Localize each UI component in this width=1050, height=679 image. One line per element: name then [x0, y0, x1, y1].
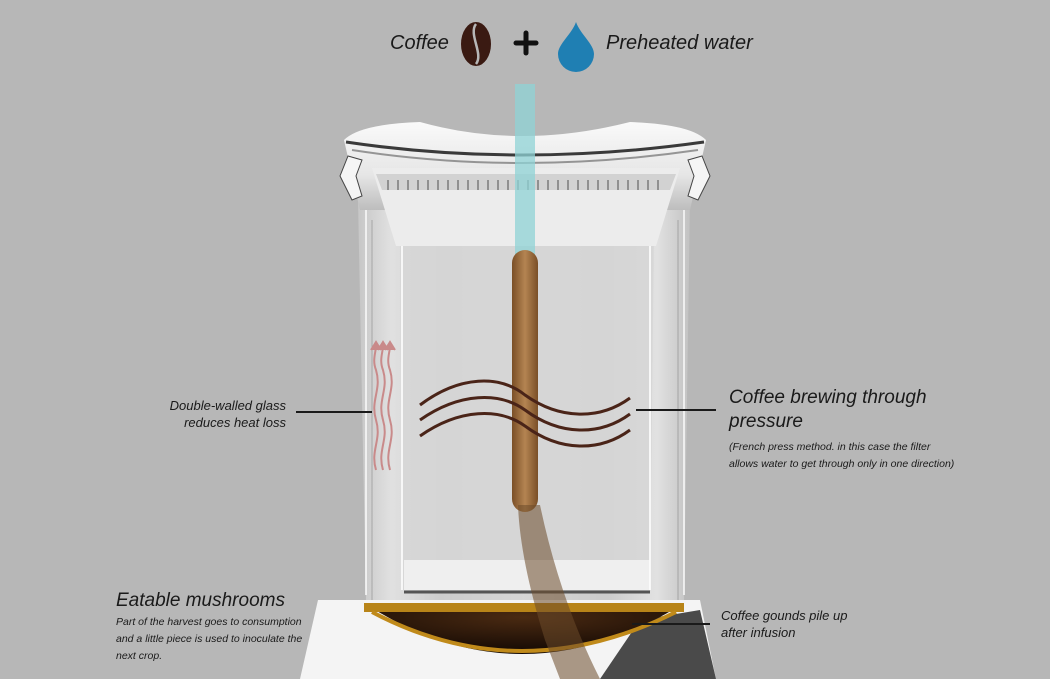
plunger-rod [512, 250, 538, 512]
mushrooms-line3: next crop. [116, 650, 163, 662]
coffee-flow [518, 505, 600, 679]
mushrooms-description: Part of the harvest goes to consumption … [116, 614, 356, 665]
water-drop-icon [558, 22, 594, 72]
handle-left [339, 155, 363, 201]
coffee-label: Coffee [390, 32, 449, 54]
brewing-title-line1: Coffee brewing through [729, 387, 927, 408]
preheated-water-label: Preheated water [606, 32, 753, 54]
mushrooms-line1: Part of the harvest goes to consumption [116, 616, 302, 628]
bowl-rim [371, 610, 677, 653]
glass-label-line2: reduces heat loss [184, 415, 286, 430]
coffee-bean-icon [461, 22, 491, 66]
plus-icon [513, 30, 539, 56]
grounds-label-line1: Coffee gounds pile up [721, 608, 848, 623]
brewing-note-line1: (French press method. in this case the f… [729, 441, 931, 453]
brewing-title-line2: pressure [729, 411, 803, 432]
heat-arrows [370, 340, 396, 471]
mushrooms-title: Eatable mushrooms [116, 590, 285, 611]
brewing-note: (French press method. in this case the f… [729, 439, 1044, 473]
glass-label-line1: Double-walled glass [169, 398, 286, 413]
brewing-title: Coffee brewing through pressure [729, 386, 1039, 434]
pressure-wave-lines [419, 379, 631, 448]
gold-ring-bottom [364, 603, 684, 612]
brewing-note-line2: allows water to get through only in one … [729, 458, 955, 470]
handle-right [687, 155, 711, 201]
grounds-label-line2: after infusion [721, 625, 796, 640]
mushrooms-line2: and a little piece is used to inoculate … [116, 633, 303, 645]
glass-label: Double-walled glass reduces heat loss [120, 397, 286, 431]
grounds-label: Coffee gounds pile up after infusion [721, 607, 921, 641]
base-shadow [600, 610, 716, 679]
